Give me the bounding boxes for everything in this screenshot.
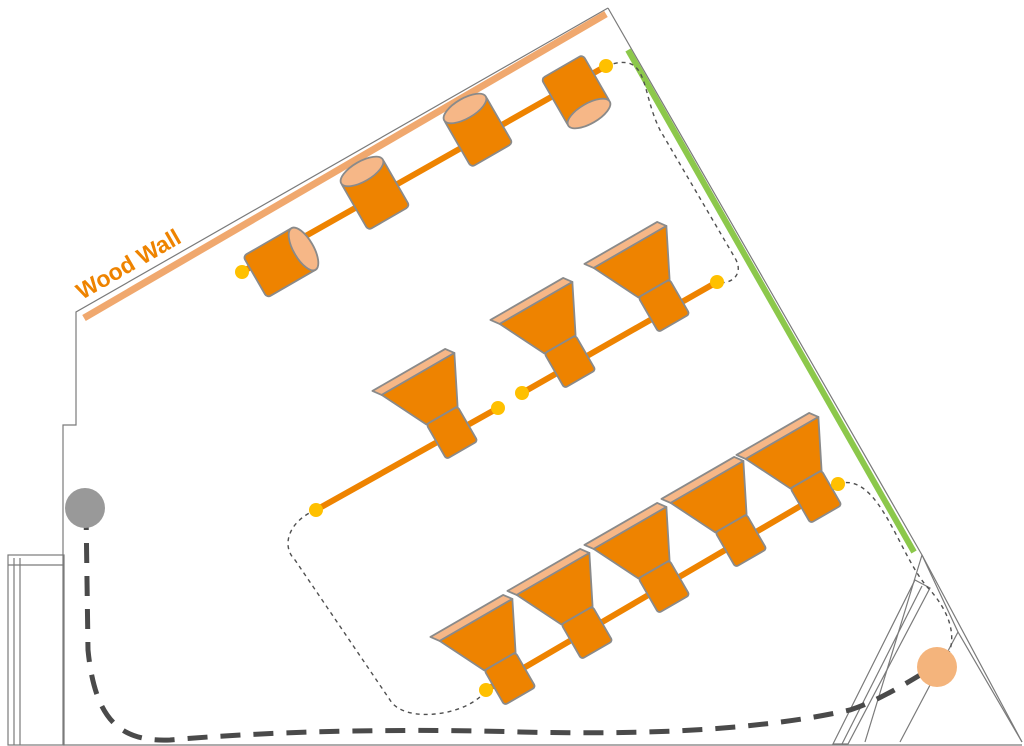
connection-node-icon: [831, 477, 845, 491]
horn-speaker-icon: [489, 277, 596, 388]
cylinder-speaker-icon: [243, 226, 320, 298]
connection-node-icon: [515, 386, 529, 400]
connection-node-icon: [309, 503, 323, 517]
connection-node-icon: [235, 265, 249, 279]
cylinder-speaker-icon: [442, 92, 513, 167]
connection-node-icon: [491, 401, 505, 415]
connection-node-icon: [710, 275, 724, 289]
thin-dashed-route: [287, 509, 487, 716]
thin-dashed-route: [605, 61, 739, 284]
horn-speaker-icon: [583, 221, 690, 332]
cylinder-speaker-icon: [339, 155, 410, 230]
wood-wall: [82, 10, 608, 322]
horn-speaker-icon: [660, 456, 767, 567]
horn-speaker-bar-upper: [519, 279, 720, 396]
cylinder-speaker-icon: [541, 55, 612, 130]
connection-node-icon: [479, 683, 493, 697]
green-wall: [625, 48, 917, 554]
connection-node-icon: [599, 59, 613, 73]
orange-circle-marker: [917, 647, 957, 687]
gray-circle-marker: [65, 488, 105, 528]
horn-speaker-icon: [583, 502, 690, 613]
horn-speaker-icon: [735, 412, 842, 523]
room-outline: [7, 7, 1023, 746]
horn-speaker-icon: [429, 594, 536, 705]
horn-speaker-icon: [371, 348, 478, 459]
horn-speaker-bar-lower: [313, 405, 501, 513]
horn-speaker-icon: [506, 548, 613, 659]
main-dashed-cable: [83, 509, 937, 743]
